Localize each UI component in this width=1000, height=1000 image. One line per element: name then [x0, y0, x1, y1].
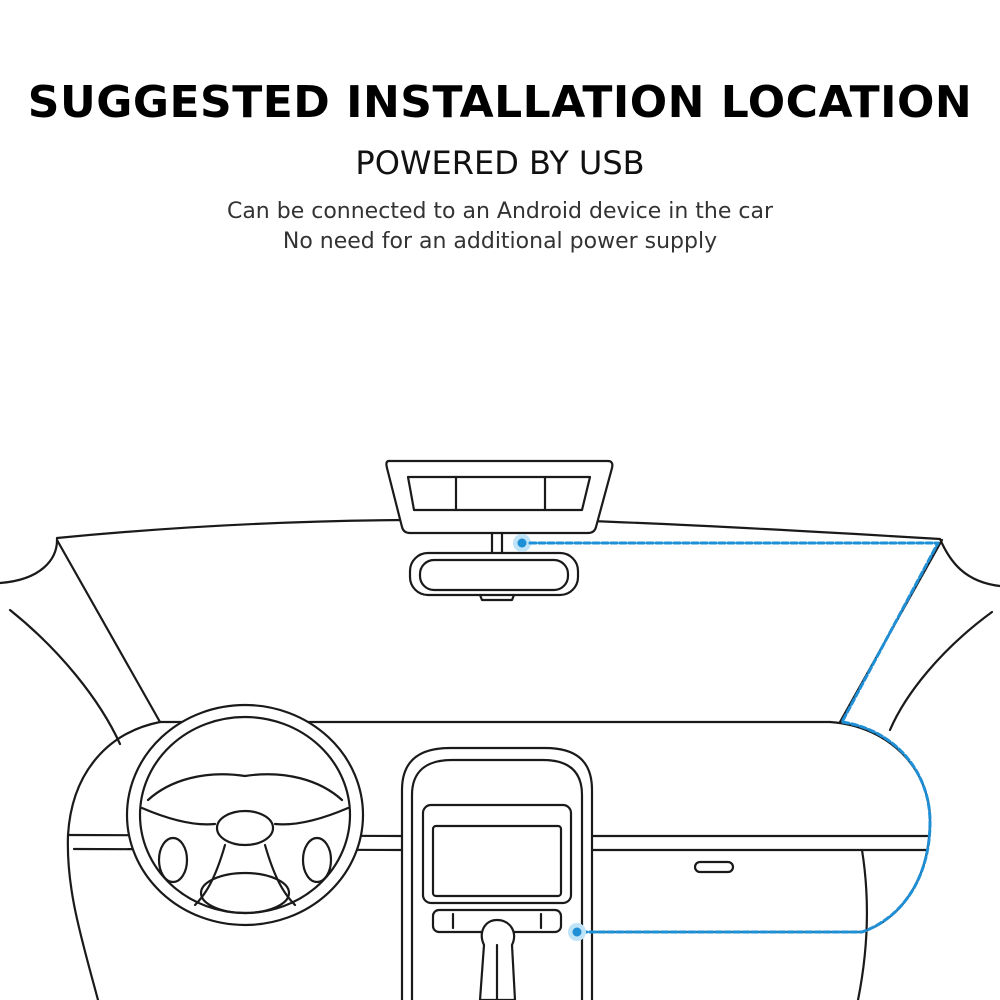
right-a-pillar-outer	[888, 610, 994, 732]
usb-cable-route	[513, 534, 940, 941]
head-unit-icon	[421, 803, 573, 934]
windshield-top-edge	[0, 518, 1000, 588]
gear-shifter-icon	[478, 918, 517, 1000]
left-a-pillar-inner	[55, 538, 162, 724]
dashboard-right-lower	[856, 848, 869, 1000]
left-a-pillar-outer	[8, 608, 122, 746]
steering-wheel-icon	[125, 703, 365, 927]
description-line-1: Can be connected to an Android device in…	[226, 199, 774, 224]
page-title: SUGGESTED INSTALLATION LOCATION	[27, 77, 973, 128]
center-console-inner	[410, 758, 584, 1000]
cable-path	[528, 541, 940, 934]
glovebox-handle-icon	[693, 860, 735, 874]
cable-end-dot	[572, 927, 582, 937]
dash-cam-icon	[385, 459, 614, 535]
dashboard-right-contour	[828, 720, 932, 934]
cable-start-dot	[517, 538, 527, 548]
description-line-2: No need for an additional power supply	[282, 229, 718, 254]
page-subtitle: POWERED BY USB	[355, 144, 645, 182]
rearview-mirror-icon	[408, 531, 580, 602]
